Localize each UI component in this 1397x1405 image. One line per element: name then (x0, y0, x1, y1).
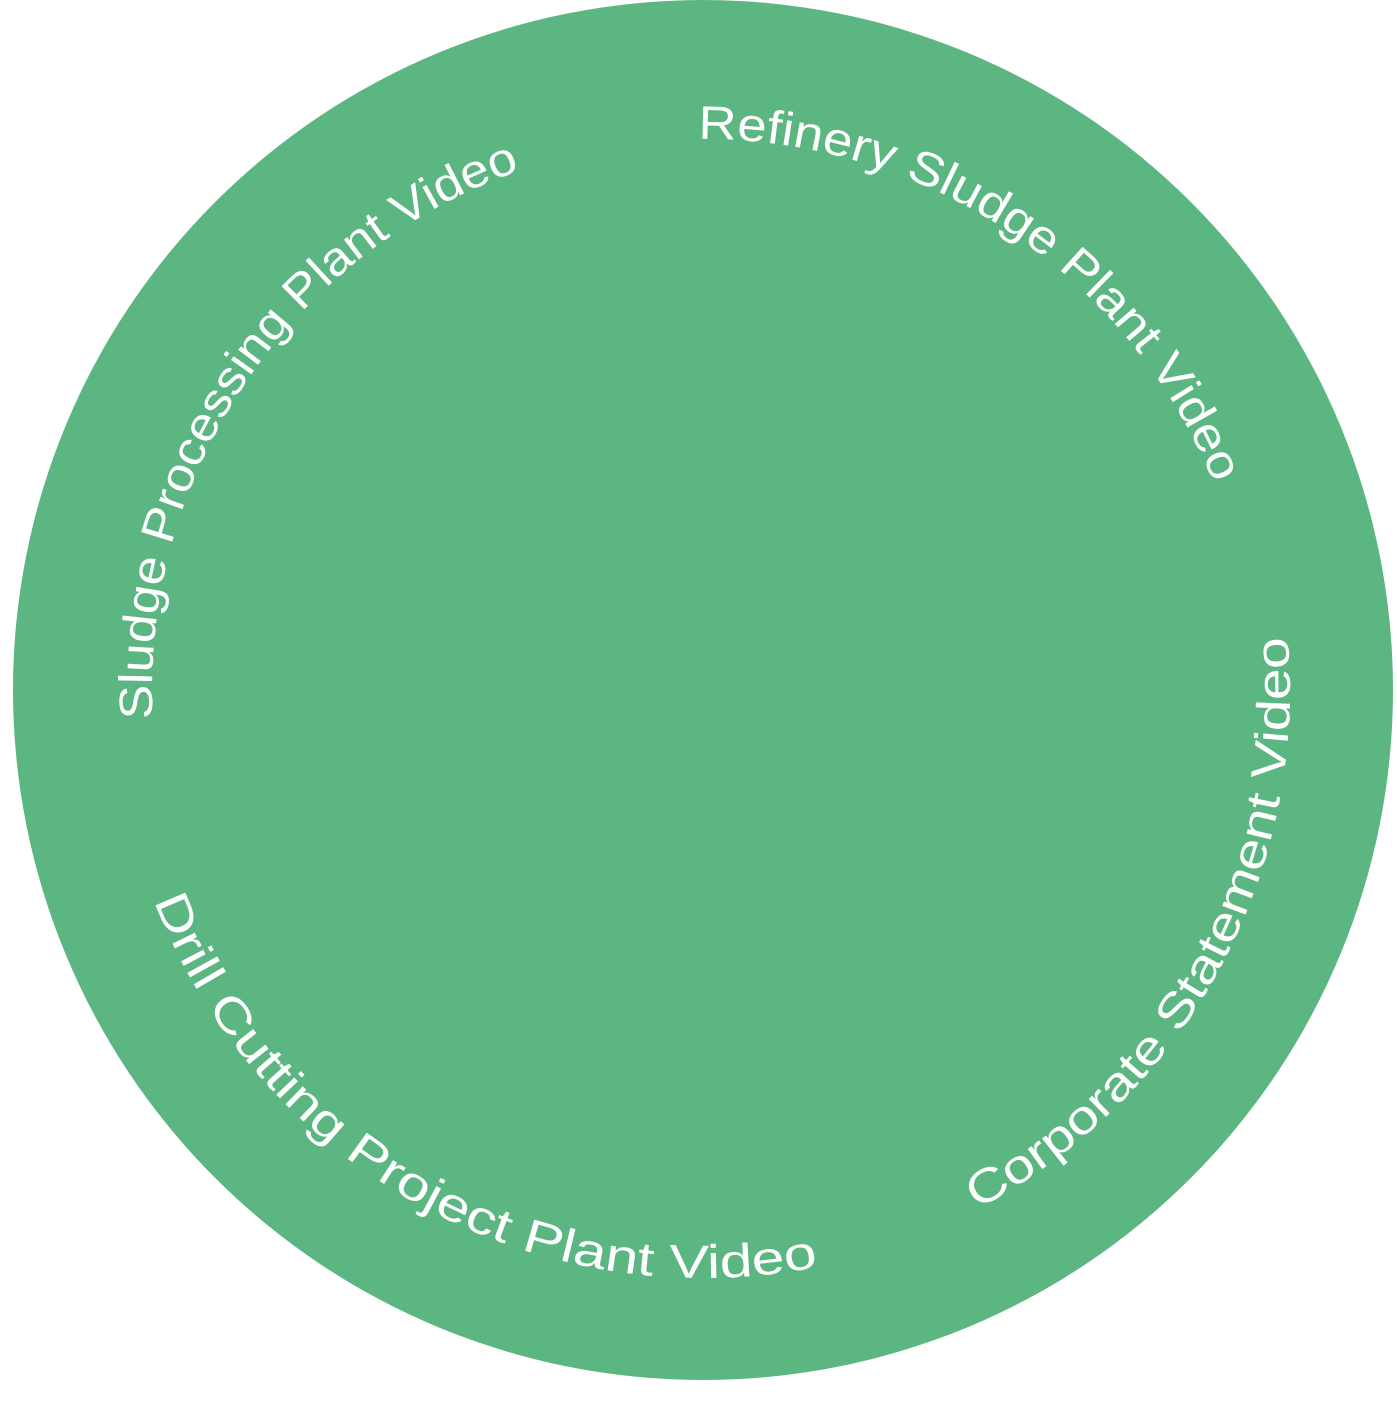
green-disc-background (13, 0, 1393, 1380)
